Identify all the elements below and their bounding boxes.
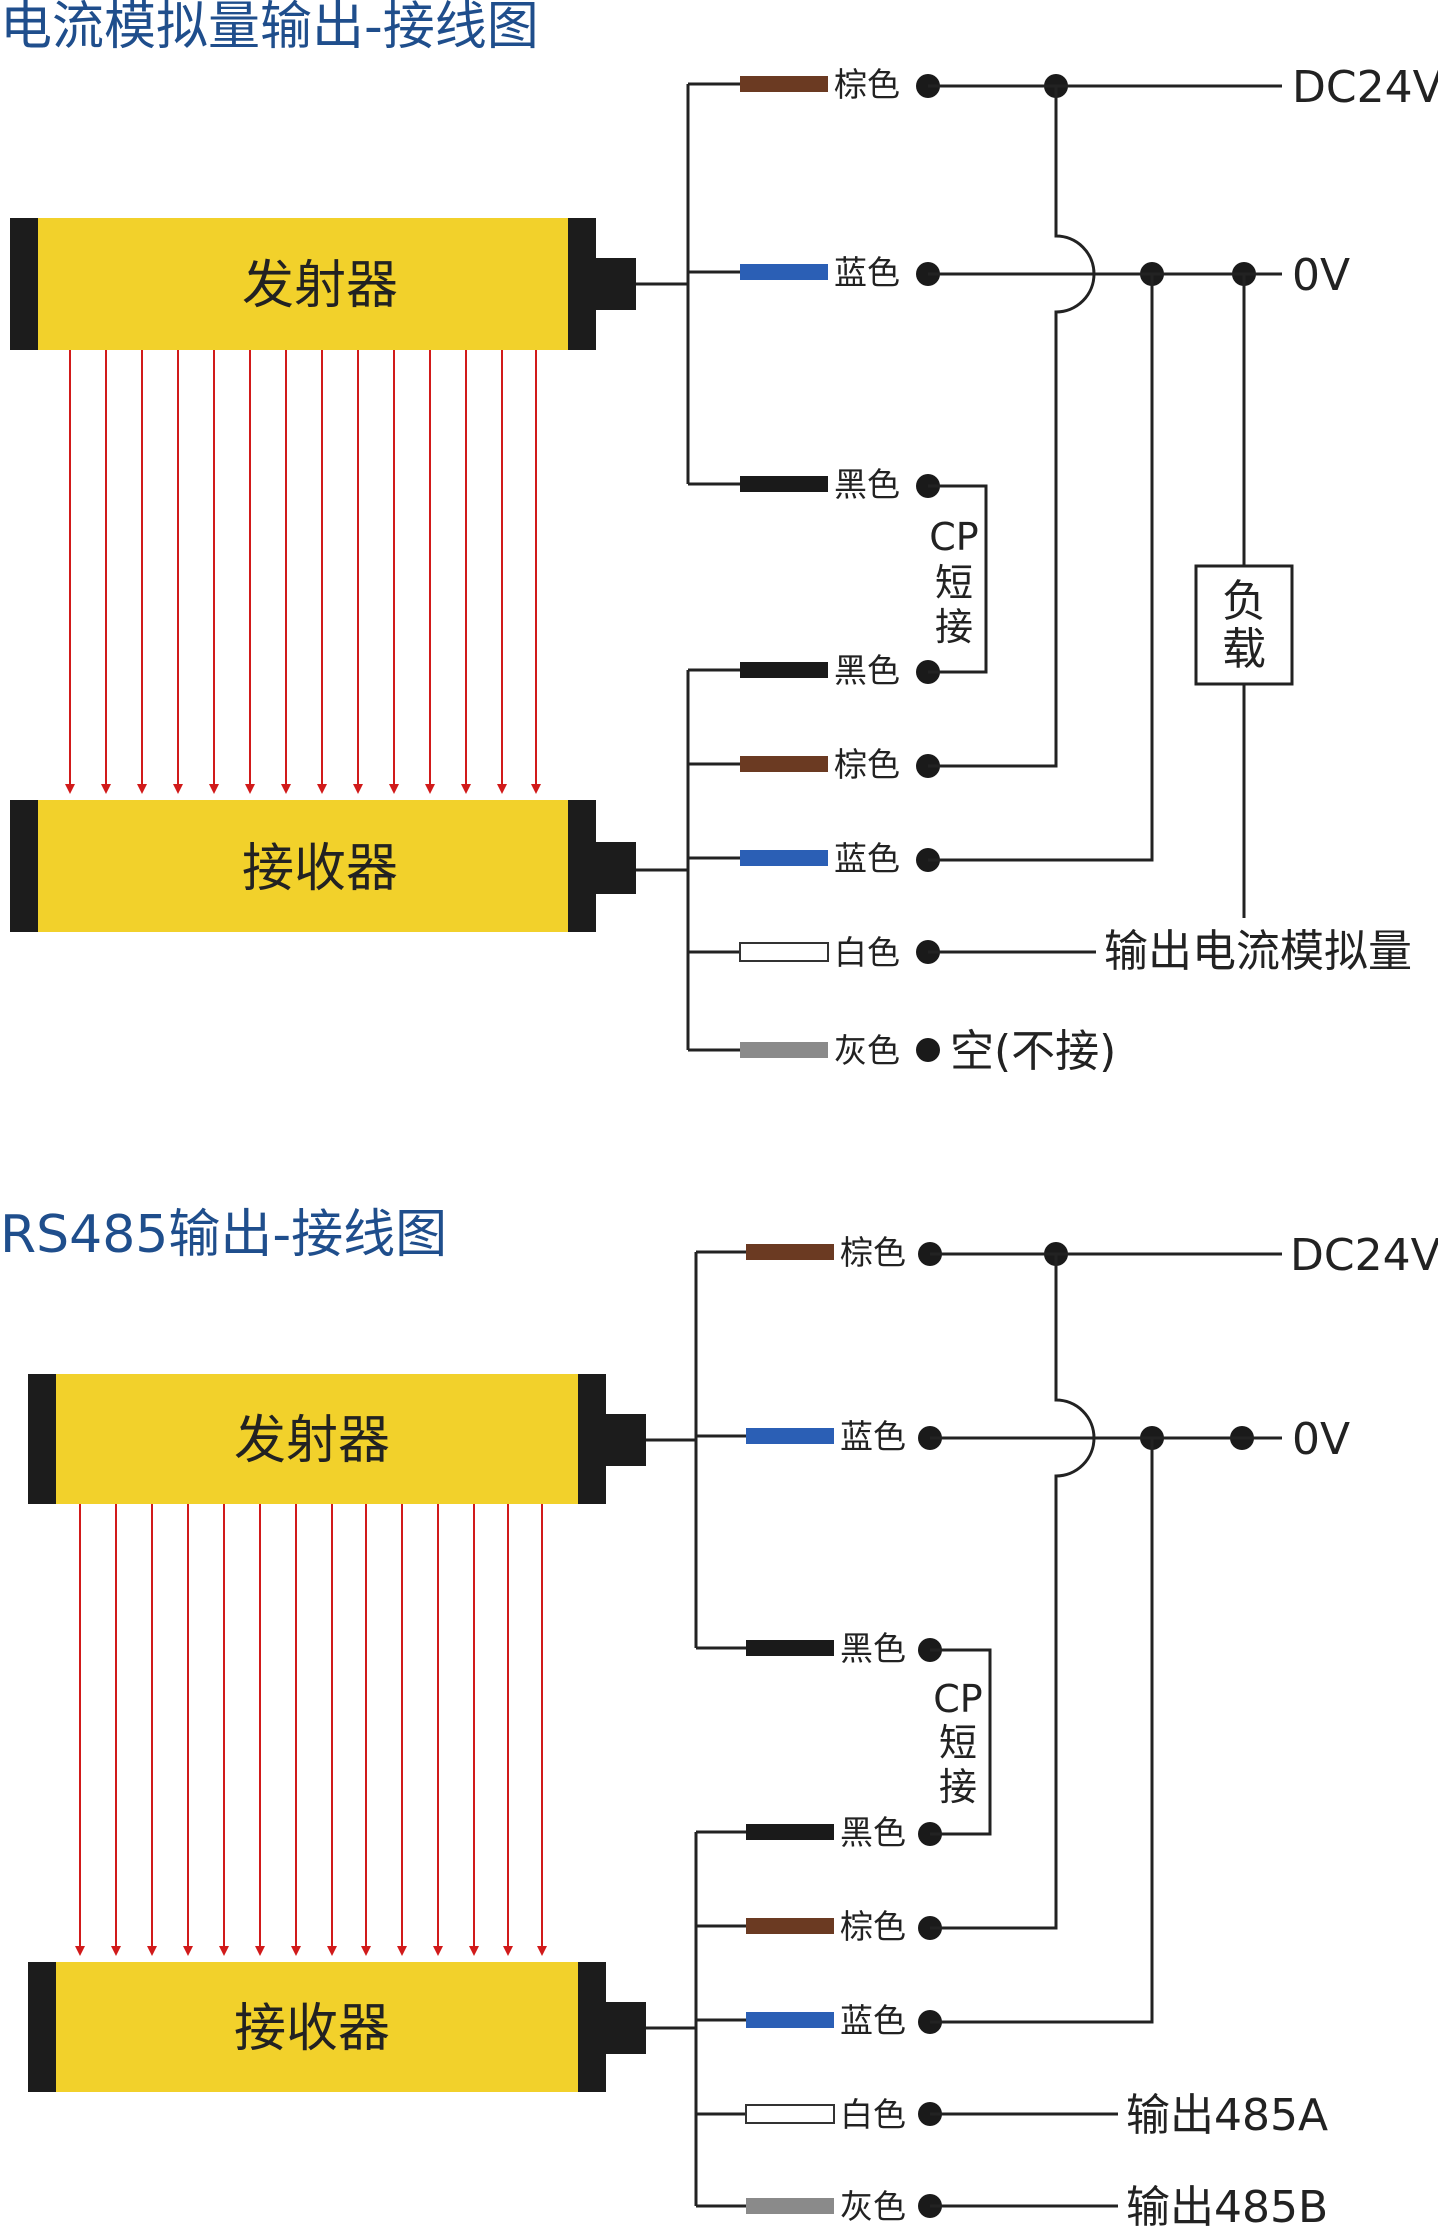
emitter-label: 发射器 — [234, 1411, 390, 1471]
wire-swatch-gray — [740, 1042, 828, 1058]
wire-swatch-gray — [746, 2198, 834, 2214]
dc24v-label: DC24V — [1290, 1230, 1438, 1281]
wire-label: 蓝色 — [840, 1417, 906, 1456]
analog-output-label: 输出电流模拟量 — [1104, 926, 1412, 977]
wire-label: 灰色 — [834, 1031, 900, 1070]
receiver-label: 接收器 — [234, 1999, 390, 2059]
load-label: 载 — [1222, 624, 1266, 675]
cp-label: CP — [933, 1677, 982, 1721]
cp-label: 短 — [939, 1721, 977, 1765]
cp-label: CP — [929, 515, 978, 559]
gray-empty-label: 空(不接) — [950, 1026, 1116, 1077]
receiver-bar: 接收器 — [10, 800, 636, 932]
wire-label: 白色 — [840, 2095, 906, 2134]
cp-label: 接 — [935, 605, 973, 649]
diagram-rs485: RS485输出-接线图 发射器 — [0, 1205, 1438, 2233]
cp-label: 短 — [935, 561, 973, 605]
emitter-bar: 发射器 — [10, 218, 636, 350]
wire-swatch-brown — [740, 756, 828, 772]
wire-swatch-white — [739, 942, 829, 962]
wire-swatch-black — [746, 1824, 834, 1840]
output-485a-label: 输出485A — [1126, 2090, 1328, 2141]
wire-swatch-blue — [746, 2012, 834, 2028]
wire-label: 棕色 — [840, 1907, 906, 1946]
wire-label: 蓝色 — [834, 839, 900, 878]
wire-swatch-brown — [746, 1918, 834, 1934]
wire-label: 蓝色 — [834, 253, 900, 292]
diagram-title: 电流模拟量输出-接线图 — [0, 0, 539, 57]
output-485b-label: 输出485B — [1126, 2182, 1328, 2233]
wire-swatch-black — [740, 476, 828, 492]
zero-v-label: 0V — [1292, 250, 1350, 301]
receiver-label: 接收器 — [242, 839, 398, 899]
light-beams — [65, 350, 541, 794]
emitter-bar: 发射器 — [28, 1374, 646, 1504]
dc24v-label: DC24V — [1292, 62, 1438, 113]
wire-label: 黑色 — [840, 1813, 906, 1852]
wire-swatch-blue — [740, 850, 828, 866]
emitter-label: 发射器 — [242, 256, 398, 316]
wire-swatch-brown — [740, 76, 828, 92]
wire-label: 黑色 — [840, 1629, 906, 1668]
wire-swatch-white — [745, 2104, 835, 2124]
diagram-analog: 电流模拟量输出-接线图 发射器 — [0, 0, 1438, 1077]
wire-swatch-brown — [746, 1244, 834, 1260]
wire-swatch-black — [740, 662, 828, 678]
wire-swatch-black — [746, 1640, 834, 1656]
wire-label: 黑色 — [834, 651, 900, 690]
light-beams — [75, 1504, 547, 1956]
wire-label: 白色 — [834, 933, 900, 972]
diagram-title: RS485输出-接线图 — [0, 1205, 447, 1265]
wire-swatch-blue — [740, 264, 828, 280]
wire-swatch-blue — [746, 1428, 834, 1444]
zero-v-label: 0V — [1292, 1414, 1350, 1465]
load-label: 负 — [1222, 576, 1266, 627]
cp-label: 接 — [939, 1765, 977, 1809]
wire-label: 棕色 — [834, 745, 900, 784]
wire-label: 黑色 — [834, 465, 900, 504]
wire-label: 棕色 — [834, 65, 900, 104]
receiver-bar: 接收器 — [28, 1962, 646, 2092]
wire-label: 蓝色 — [840, 2001, 906, 2040]
wire-label: 棕色 — [840, 1233, 906, 1272]
wire-label: 灰色 — [840, 2187, 906, 2226]
